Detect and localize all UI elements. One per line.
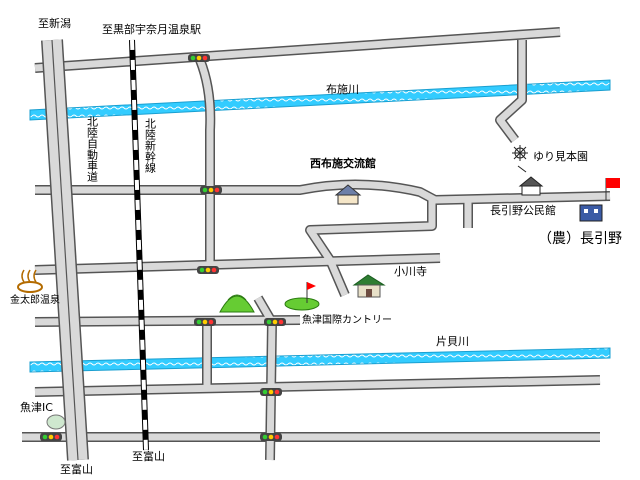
hokuriku-expressway-road <box>41 39 89 461</box>
uozu-ic-marker <box>46 414 66 430</box>
label-to-station: 至黒部宇奈月温泉駅 <box>102 23 201 36</box>
traffic-signal-icon <box>188 54 210 62</box>
label-river-katagai: 片貝川 <box>436 335 469 348</box>
flag-icon <box>605 178 620 200</box>
label-hokuriku-expressway: 北陸自動車道 <box>85 116 99 182</box>
label-uozu-ic: 魚津IC <box>20 401 53 414</box>
label-yuri-garden: ゆり見本園 <box>533 150 588 163</box>
label-river-fuse: 布施川 <box>326 83 359 96</box>
traffic-signal-icon <box>264 318 286 326</box>
label-nishifuse-center: 西布施交流館 <box>310 157 376 170</box>
building-icon <box>579 204 603 222</box>
river-katagai <box>29 347 611 373</box>
label-to-toyama-right: 至富山 <box>132 450 165 463</box>
house-icon <box>334 184 362 205</box>
golf-icon <box>284 282 320 311</box>
river-fuse <box>29 79 611 121</box>
label-ogawaji: 小川寺 <box>394 265 427 278</box>
hill-icon <box>219 294 255 313</box>
traffic-signal-icon <box>197 266 219 274</box>
label-nagahikino-farm: （農）長引野 <box>538 231 622 247</box>
temple-icon <box>352 274 386 298</box>
label-hokuriku-shinkansen: 北陸新幹線 <box>143 118 157 173</box>
traffic-signal-icon <box>260 433 282 441</box>
label-to-toyama-left: 至富山 <box>60 463 93 476</box>
hot-spring-icon <box>17 269 43 293</box>
label-kintaro-onsen: 金太郎温泉 <box>10 295 60 306</box>
traffic-signals <box>40 54 286 441</box>
traffic-signal-icon <box>260 388 282 396</box>
label-to-niigata: 至新潟 <box>38 17 71 30</box>
label-uozu-country: 魚津国際カントリー <box>302 315 392 326</box>
traffic-signal-icon <box>194 318 216 326</box>
traffic-signal-icon <box>200 186 222 194</box>
label-nagahikino-hall: 長引野公民館 <box>490 204 556 217</box>
hokuriku-shinkansen-rail <box>129 39 149 451</box>
flower-icon <box>512 145 528 173</box>
roads <box>22 27 611 461</box>
house-icon <box>518 176 544 196</box>
traffic-signal-icon <box>40 433 62 441</box>
